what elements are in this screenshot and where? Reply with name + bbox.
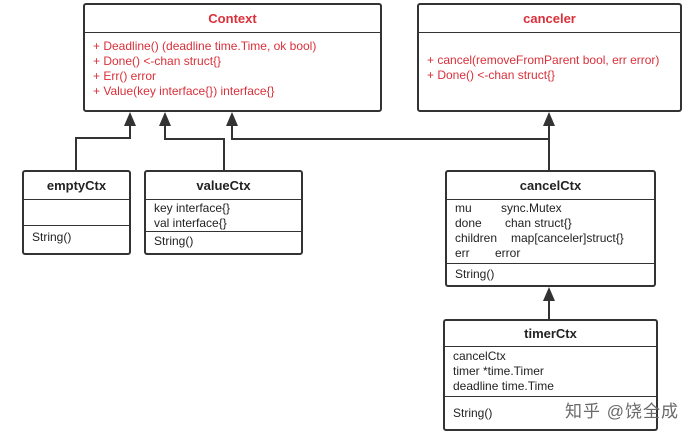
- cancelCtx-methods: String(): [447, 264, 654, 282]
- valueCtx-methods: String(): [146, 232, 301, 249]
- timerCtx-fields: cancelCtx timer *time.Timer deadline tim…: [445, 347, 656, 397]
- timerCtx-class-box: timerCtx cancelCtx timer *time.Timer dea…: [443, 319, 658, 431]
- context-arrowhead-2: [159, 112, 171, 126]
- cancelCtx-field: done chan struct{}: [455, 216, 654, 231]
- field-type: chan struct{}: [505, 216, 572, 230]
- timerCtx-field: timer *time.Timer: [453, 364, 544, 378]
- valueCtx-to-context-line: [164, 124, 225, 170]
- timerCtx-title: timerCtx: [445, 321, 656, 347]
- canceler-method: + cancel(removeFromParent bool, err erro…: [427, 53, 660, 67]
- cancelCtx-arrowhead: [543, 287, 555, 301]
- context-method: + Done() <-chan struct{}: [93, 54, 222, 68]
- valueCtx-class-box: valueCtx key interface{} val interface{}…: [144, 170, 303, 255]
- cancelCtx-fields: mu sync.Mutex done chan struct{} children m…: [447, 200, 654, 264]
- canceler-title: canceler: [419, 5, 680, 33]
- cancelCtx-method: String(): [455, 267, 495, 281]
- timerCtx-field: cancelCtx: [453, 349, 506, 363]
- valueCtx-field: key interface{}: [154, 201, 231, 215]
- canceler-interface-box: canceler + cancel(removeFromParent bool,…: [417, 3, 682, 112]
- valueCtx-field: val interface{}: [154, 216, 227, 230]
- cancelCtx-field: err error: [455, 246, 654, 261]
- canceler-method: + Done() <-chan struct{}: [427, 68, 556, 82]
- valueCtx-fields: key interface{} val interface{}: [146, 200, 301, 232]
- timerCtx-methods: String(): [445, 397, 656, 421]
- cancelCtx-to-context-line: [231, 124, 550, 170]
- timerCtx-field: deadline time.Time: [453, 379, 554, 393]
- valueCtx-title: valueCtx: [146, 172, 301, 200]
- context-arrowhead-1: [124, 112, 136, 126]
- emptyCtx-fields: [24, 200, 129, 226]
- context-title: Context: [85, 5, 380, 33]
- cancelCtx-class-box: cancelCtx mu sync.Mutex done chan struct{}…: [445, 170, 656, 287]
- field-name: done: [455, 216, 482, 230]
- context-interface-box: Context + Deadline() (deadline time.Time…: [83, 3, 382, 112]
- cancelCtx-field: children map[canceler]struct{}: [455, 231, 654, 246]
- emptyCtx-title: emptyCtx: [24, 172, 129, 200]
- emptyCtx-class-box: emptyCtx String(): [22, 170, 131, 255]
- emptyCtx-methods: String(): [24, 226, 129, 245]
- field-name: err: [455, 246, 470, 260]
- context-methods: + Deadline() (deadline time.Time, ok boo…: [85, 33, 380, 99]
- timerCtx-method: String(): [453, 406, 493, 420]
- context-method: + Deadline() (deadline time.Time, ok boo…: [93, 39, 317, 53]
- context-method: + Err() error: [93, 69, 156, 83]
- emptyCtx-method: String(): [32, 230, 72, 244]
- field-name: mu: [455, 201, 472, 215]
- context-arrowhead-3: [226, 112, 238, 126]
- context-method: + Value(key interface{}) interface{}: [93, 84, 275, 98]
- canceler-methods: + cancel(removeFromParent bool, err erro…: [419, 33, 680, 83]
- field-type: map[canceler]struct{}: [511, 231, 624, 245]
- emptyCtx-to-context-line: [75, 124, 131, 170]
- field-type: error: [495, 246, 521, 260]
- field-type: sync.Mutex: [501, 201, 562, 215]
- valueCtx-method: String(): [154, 234, 194, 248]
- field-name: children: [455, 231, 498, 245]
- watermark: 知乎 @饶全成: [565, 402, 679, 421]
- cancelCtx-field: mu sync.Mutex: [455, 201, 654, 216]
- cancelCtx-title: cancelCtx: [447, 172, 654, 200]
- canceler-arrowhead: [543, 112, 555, 126]
